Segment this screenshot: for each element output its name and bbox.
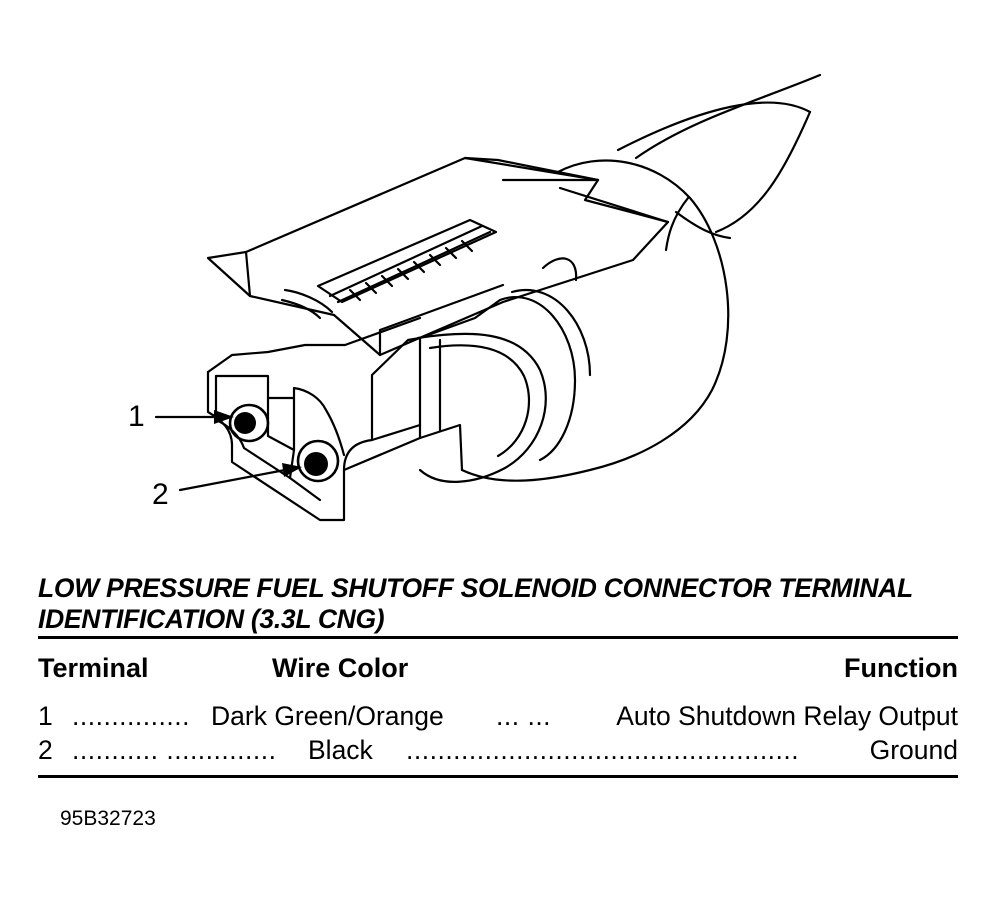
terminal-1-cavity (228, 403, 270, 443)
leader-dots: ........................................… (406, 735, 800, 765)
table-bottom-rule (38, 775, 958, 778)
connector-wires (616, 73, 822, 240)
wire-color: Black (308, 735, 373, 765)
terminal-2-callout: 2 (152, 478, 169, 511)
connector-illustration (154, 73, 822, 522)
title-line-2: IDENTIFICATION (3.3L CNG) (38, 604, 385, 634)
table-top-rule (38, 636, 958, 639)
terminal-2-cavity (296, 439, 340, 483)
figure-id: 95B32723 (60, 807, 156, 830)
header-wire-color: Wire Color (272, 653, 409, 683)
terminal-function: Auto Shutdown Relay Output (616, 701, 958, 731)
terminal-function: Ground (869, 735, 958, 765)
table-row: 1 ............... Dark Green/Orange ... … (38, 700, 958, 732)
connector-face (214, 374, 346, 502)
connector-boot (460, 159, 730, 482)
leader-dots: ........... .............. (72, 735, 277, 765)
leader-dots: ............... (72, 701, 190, 731)
terminal-number: 2 (38, 735, 53, 765)
table-row: 2 ........... .............. Black .....… (38, 734, 958, 766)
connector-collar (416, 289, 592, 483)
connector-latch (206, 156, 670, 357)
leader-arrow-1 (154, 410, 234, 424)
terminal-number: 1 (38, 701, 53, 731)
leader-arrow-2 (178, 463, 302, 492)
header-terminal: Terminal (38, 653, 149, 683)
leader-dots: ... ... (496, 701, 552, 731)
diagram-title: LOW PRESSURE FUEL SHUTOFF SOLENOID CONNE… (38, 573, 968, 635)
terminal-1-callout: 1 (128, 400, 145, 433)
wire-color: Dark Green/Orange (211, 701, 444, 731)
header-function: Function (844, 653, 958, 683)
title-line-1: LOW PRESSURE FUEL SHUTOFF SOLENOID CONNE… (38, 573, 913, 603)
